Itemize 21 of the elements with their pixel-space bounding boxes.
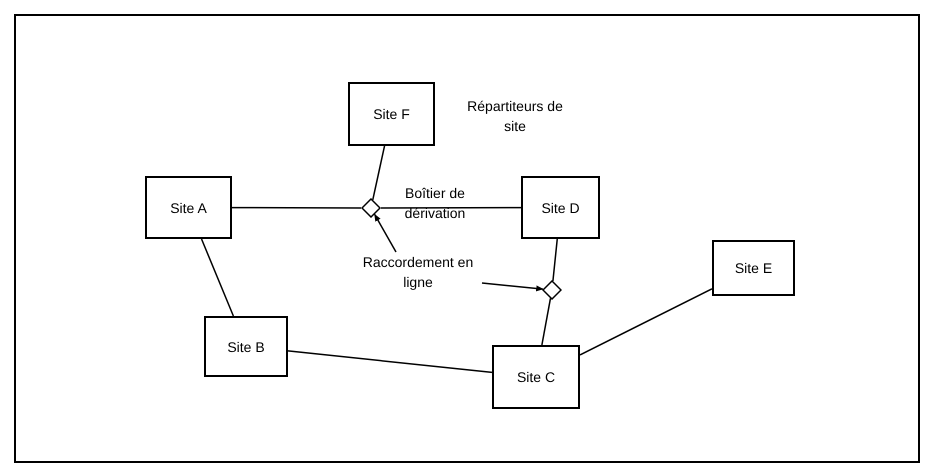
connector-line bbox=[541, 298, 552, 346]
leader-arrow bbox=[482, 282, 544, 292]
connector-line bbox=[380, 206, 521, 209]
site-box: Site D bbox=[521, 176, 600, 239]
annotation-label: Répartiteurs de site bbox=[466, 97, 564, 136]
connector-line bbox=[552, 238, 558, 282]
connector-line bbox=[372, 146, 386, 200]
site-box: Site B bbox=[204, 316, 288, 377]
connector-line bbox=[200, 238, 234, 316]
callout-text: Raccordement en ligne bbox=[354, 252, 482, 292]
connector-line bbox=[288, 350, 492, 374]
site-box: Site A bbox=[145, 176, 232, 239]
site-box: Site E bbox=[712, 240, 795, 296]
connector-line bbox=[580, 288, 712, 356]
connector-line bbox=[232, 206, 362, 209]
site-box: Site C bbox=[492, 345, 580, 409]
junction-diamond bbox=[361, 198, 381, 218]
leader-arrow bbox=[374, 214, 397, 252]
junction-diamond bbox=[542, 280, 562, 300]
site-box: Site F bbox=[348, 82, 435, 146]
annotation-label: Boîtier de dérivation bbox=[404, 184, 466, 223]
